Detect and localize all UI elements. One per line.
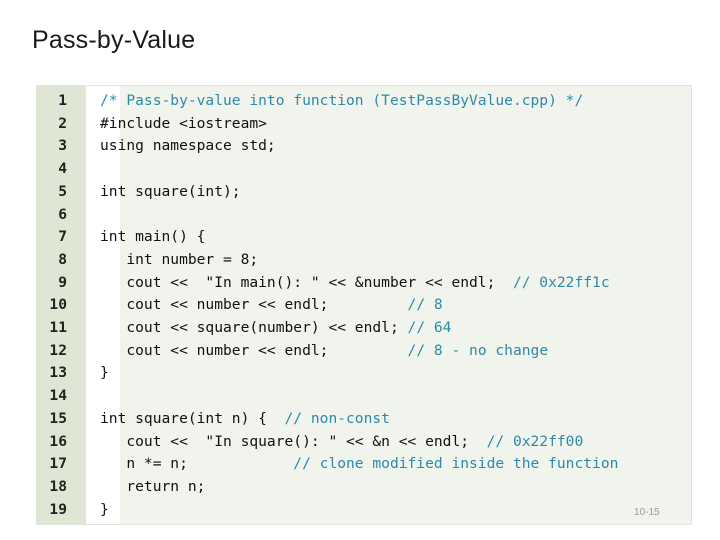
- code-comment: /* Pass-by-value into function (TestPass…: [100, 92, 584, 109]
- code-line: int square(int);: [100, 181, 241, 203]
- line-number: 4: [58, 160, 67, 178]
- code-line-text: cout << "In square(): " << &n << endl;: [100, 432, 487, 450]
- line-number: 19: [49, 500, 67, 518]
- code-line-text: int main() {: [100, 228, 206, 246]
- code-comment: // 8 - no change: [407, 341, 549, 359]
- code-line: n *= n; // clone modified inside the fun…: [100, 453, 618, 475]
- line-number: 12: [49, 341, 67, 359]
- code-line: using namespace std;: [100, 135, 276, 157]
- line-number: 1: [58, 92, 67, 109]
- code-line: }: [100, 499, 109, 521]
- code-line: }: [100, 362, 109, 384]
- line-number-gutter: [37, 86, 86, 524]
- code-line-text: return n;: [100, 477, 206, 495]
- line-number: 13: [49, 364, 67, 382]
- code-line: int number = 8;: [100, 249, 258, 271]
- code-line-text: cout << square(number) << endl;: [100, 319, 408, 336]
- line-number: 16: [49, 432, 67, 450]
- code-line-text: cout << "In main(): " << &number << endl…: [100, 273, 513, 291]
- code-line-text: int number = 8;: [100, 250, 259, 268]
- line-number: 11: [49, 319, 67, 336]
- slide-title: Pass-by-Value: [32, 26, 196, 54]
- line-number: 8: [58, 250, 67, 268]
- line-number: 15: [49, 409, 67, 427]
- code-line-text: }: [100, 500, 109, 518]
- code-listing: 1 /* Pass-by-value into function (TestPas…: [36, 85, 692, 525]
- line-number: 2: [58, 114, 67, 132]
- code-comment: // 64: [407, 319, 452, 336]
- line-number: 7: [58, 228, 67, 246]
- code-line-text: n *= n;: [100, 455, 294, 473]
- line-number: 14: [49, 387, 67, 405]
- line-number: 5: [58, 182, 67, 200]
- code-line-text: int square(int);: [100, 182, 241, 200]
- line-number: 10: [49, 296, 67, 314]
- code-line-text: }: [100, 364, 109, 382]
- code-line-text: #include <iostream>: [100, 114, 267, 132]
- code-line: #include <iostream>: [100, 113, 267, 135]
- code-line: cout << square(number) << endl; // 64: [100, 317, 451, 339]
- gutter-separator: [86, 86, 120, 524]
- code-line: cout << number << endl; // 8 - no change: [100, 340, 548, 362]
- code-area: [120, 86, 691, 524]
- code-line-text: using namespace std;: [100, 137, 276, 155]
- line-number: 6: [58, 205, 67, 223]
- code-line-text: cout << number << endl;: [100, 296, 408, 314]
- code-comment: // 0x22ff00: [486, 432, 584, 450]
- line-number: 3: [58, 137, 67, 155]
- line-number: 17: [49, 455, 67, 473]
- code-comment: // 8: [407, 296, 443, 314]
- code-line: cout << "In main(): " << &number << endl…: [100, 272, 610, 294]
- code-line: return n;: [100, 476, 205, 498]
- code-comment: // clone modified inside the function: [293, 455, 619, 473]
- code-line: /* Pass-by-value into function (TestPass…: [100, 90, 583, 112]
- code-line: cout << "In square(): " << &n << endl; /…: [100, 431, 583, 453]
- page-number: 10-15: [634, 507, 660, 518]
- code-line-text: cout << number << endl;: [100, 341, 408, 359]
- code-line-text: int square(int n) {: [100, 409, 285, 427]
- line-number: 18: [49, 477, 67, 495]
- code-line: int square(int n) { // non-const: [100, 408, 390, 430]
- code-line: int main() {: [100, 226, 205, 248]
- code-comment: // 0x22ff1c: [512, 273, 610, 291]
- code-comment: // non-const: [284, 409, 390, 427]
- code-line: cout << number << endl; // 8: [100, 294, 443, 316]
- line-number: 9: [58, 273, 67, 291]
